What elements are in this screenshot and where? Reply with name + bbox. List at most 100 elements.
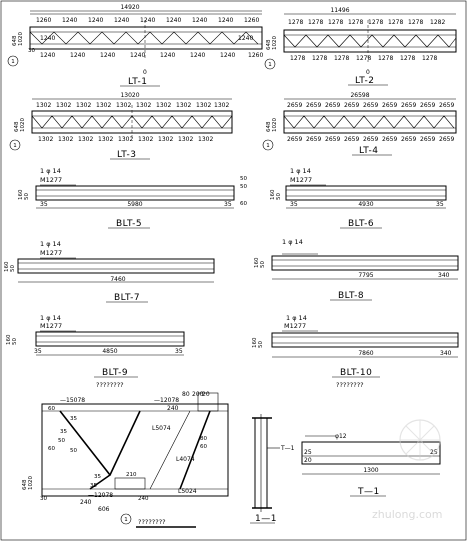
lt3-height-dim: 648 — [14, 121, 20, 132]
beam-blt10: 1 φ 14 M1277 7860 340 160 50 BLT-10 ????… — [252, 314, 459, 389]
svg-text:1240: 1240 — [166, 17, 181, 24]
svg-text:25: 25 — [304, 449, 312, 456]
blt8-title: BLT-8 — [338, 291, 364, 301]
svg-text:1302: 1302 — [158, 136, 173, 143]
svg-text:1240: 1240 — [70, 52, 85, 59]
svg-text:1: 1 — [124, 517, 128, 523]
blt7-body — [17, 258, 215, 274]
svg-text:—12078: —12078 — [88, 492, 113, 499]
svg-text:1302: 1302 — [138, 136, 153, 143]
svg-text:50: 50 — [240, 184, 247, 190]
svg-text:35: 35 — [290, 201, 298, 208]
lt1-web — [29, 31, 259, 45]
lt2-title: LT-2 — [355, 76, 374, 86]
section-1-1: T—1 1—1 — [250, 414, 295, 524]
blt5-rebar: 1 φ 14 — [40, 167, 61, 175]
svg-text:2659: 2659 — [401, 102, 416, 109]
blt5-length: 5980 — [127, 201, 142, 208]
lt1-title: LT-1 — [128, 77, 147, 87]
svg-text:1278: 1278 — [328, 19, 343, 26]
svg-text:20: 20 — [202, 391, 210, 398]
detail-diag-mid — [109, 410, 141, 476]
lt3-axis-marker — [9, 139, 21, 151]
svg-text:25: 25 — [430, 449, 438, 456]
blt8-length: 7795 — [358, 272, 373, 279]
lt1-axis-marker — [7, 55, 19, 67]
svg-text:2659: 2659 — [344, 136, 359, 143]
blt6-mark: M1277 — [290, 176, 312, 184]
t1-body — [301, 441, 441, 465]
svg-text:2659: 2659 — [363, 136, 378, 143]
detail-caption: ???????? — [138, 518, 166, 526]
lt2-axis-marker — [264, 58, 276, 70]
blt6-title: BLT-6 — [348, 219, 374, 229]
blt10-title: BLT-10 — [340, 368, 372, 378]
svg-text:2659: 2659 — [325, 136, 340, 143]
svg-text:60: 60 — [48, 406, 55, 412]
svg-text:240: 240 — [80, 499, 92, 506]
lt4-frame — [283, 110, 457, 134]
beam-blt8: 1 φ 14 7795 340 160 50 BLT-8 — [254, 238, 459, 301]
truss-lt2: 11496 1278 1278 1278 1278 1278 1278 1278… — [264, 7, 457, 86]
blt7-height: 160 — [4, 261, 10, 272]
lt2-bot-seg: 1278 — [290, 55, 305, 62]
svg-text:1278: 1278 — [312, 55, 327, 62]
lt4-total-dim: 26598 — [350, 92, 369, 99]
lt4-bot-seg: 2659 — [287, 136, 302, 143]
lt1-top-seg: 1260 — [36, 17, 51, 24]
blt5-mark: M1277 — [40, 176, 62, 184]
svg-text:50: 50 — [24, 193, 30, 200]
svg-text:606: 606 — [98, 506, 110, 513]
svg-text:340: 340 — [438, 272, 450, 279]
svg-text:1302: 1302 — [178, 136, 193, 143]
blt8-body — [271, 255, 459, 271]
section-title: 1—1 — [255, 514, 277, 524]
blt7-length: 7460 — [110, 276, 125, 283]
svg-text:1278: 1278 — [356, 55, 371, 62]
watermark: zhulong.com — [372, 419, 442, 521]
blt6-height: 160 — [270, 189, 276, 200]
detail-diag-right — [179, 410, 211, 490]
svg-text:80: 80 — [200, 436, 207, 442]
svg-text:1302: 1302 — [156, 102, 171, 109]
lt2-top-seg: 1278 — [288, 19, 303, 26]
svg-text:1: 1 — [268, 62, 272, 68]
detail-member-l4074: L4074 — [176, 456, 195, 463]
lt3-bot-seg: 1302 — [38, 136, 53, 143]
svg-text:1020: 1020 — [28, 476, 34, 490]
svg-text:1: 1 — [11, 59, 15, 65]
lt1-total-dim: 14920 — [120, 4, 139, 11]
lt2-height-dim: 648 — [266, 39, 272, 50]
svg-text:2659: 2659 — [420, 102, 435, 109]
lt3-top-seg: 1302 — [36, 102, 51, 109]
svg-text:1282: 1282 — [430, 19, 445, 26]
part-t1: φ12 25 20 25 1300 T—1 — [301, 433, 441, 497]
svg-text:1240: 1240 — [40, 52, 55, 59]
lt1-height-dim: 648 — [12, 35, 18, 46]
svg-text:200: 200 — [192, 391, 204, 398]
svg-text:1302: 1302 — [198, 136, 213, 143]
svg-text:2659: 2659 — [306, 136, 321, 143]
svg-text:1240: 1240 — [218, 17, 233, 24]
beam-blt9: 1 φ 14 M1277 4850 35 35 160 50 BLT-9 ???… — [6, 314, 185, 389]
lt2-web — [283, 34, 457, 48]
svg-text:50: 50 — [260, 261, 266, 268]
svg-text:35: 35 — [175, 348, 183, 355]
lt4-web — [283, 115, 455, 129]
svg-text:1278: 1278 — [400, 55, 415, 62]
blt6-length: 4930 — [358, 201, 373, 208]
blt9-height: 160 — [6, 334, 12, 345]
svg-text:1260: 1260 — [248, 52, 263, 59]
svg-text:60: 60 — [240, 201, 247, 207]
svg-text:1302: 1302 — [76, 102, 91, 109]
svg-text:50: 50 — [58, 438, 65, 444]
t1-title: T—1 — [357, 487, 380, 497]
svg-text:1278: 1278 — [408, 19, 423, 26]
detail-gusset — [114, 477, 146, 490]
detail-member-l5074: L5074 — [152, 425, 171, 432]
detail-top-plate — [197, 392, 219, 412]
svg-text:50: 50 — [12, 338, 18, 345]
svg-text:1240: 1240 — [140, 17, 155, 24]
lt3-total-dim: 13020 — [120, 92, 139, 99]
